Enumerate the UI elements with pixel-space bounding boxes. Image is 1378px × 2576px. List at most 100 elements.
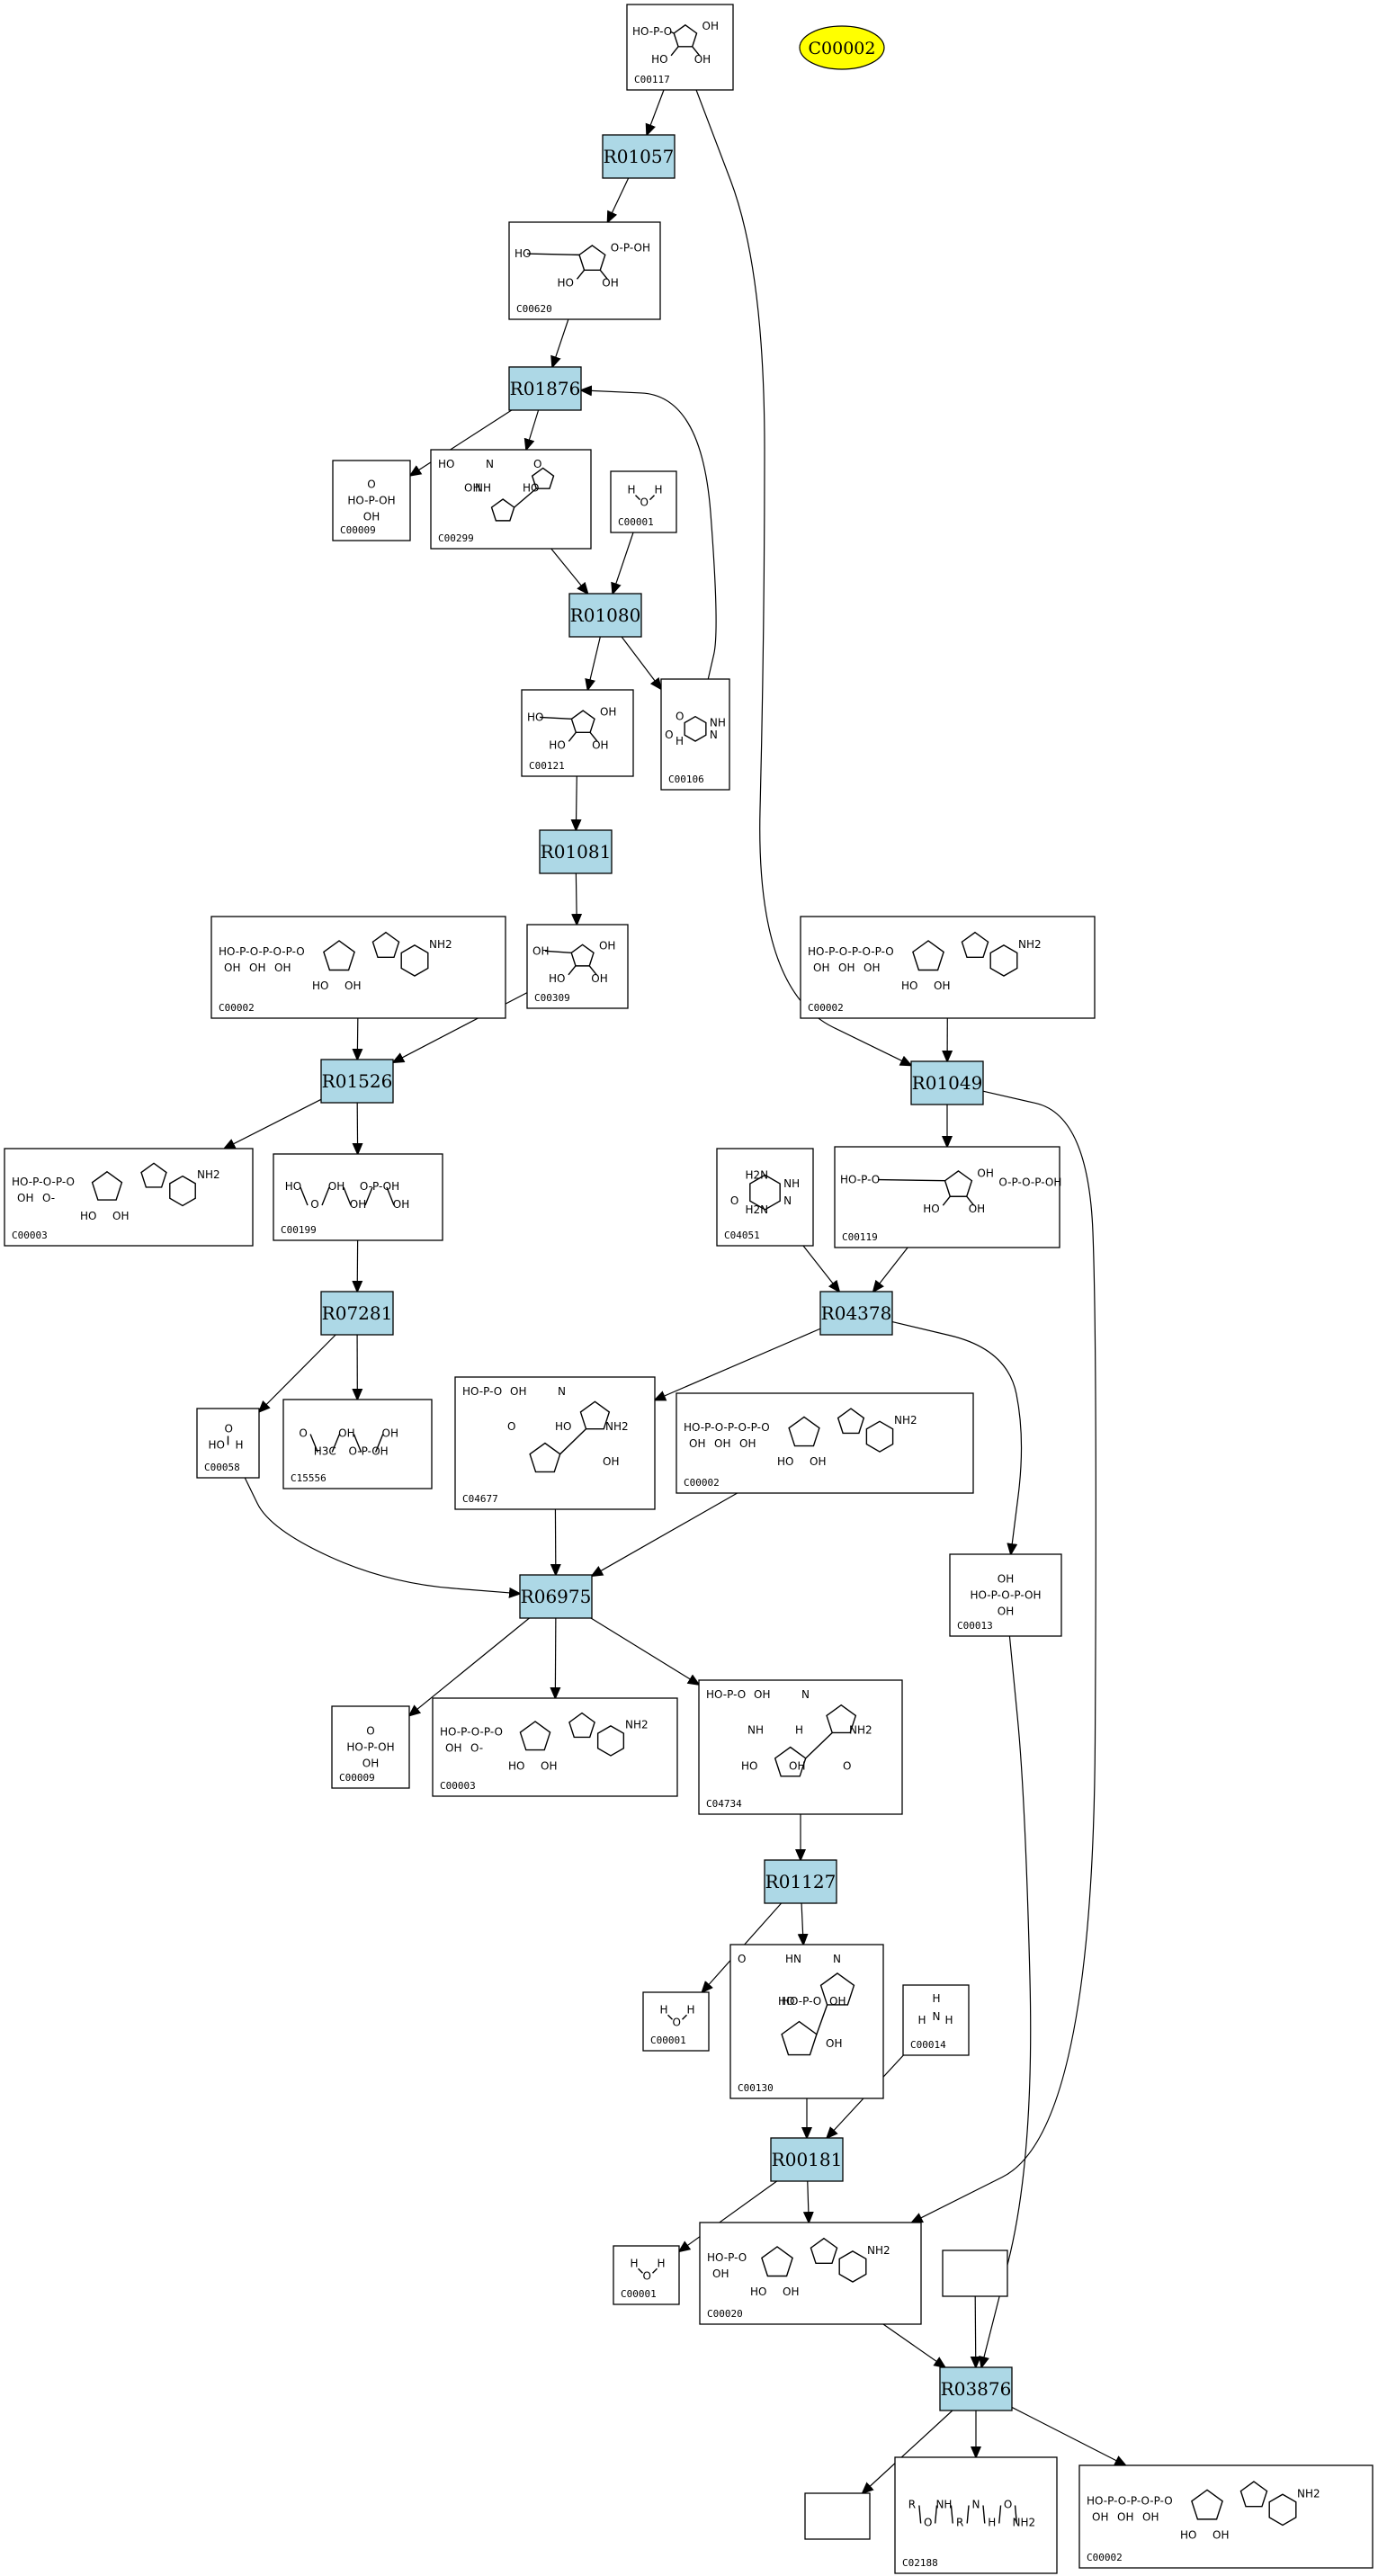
compound-box[interactable] [716, 1148, 814, 1247]
compound-box[interactable] [660, 678, 730, 791]
compound-box[interactable] [804, 2492, 871, 2540]
compound-label: C00001 [650, 2035, 686, 2046]
reaction-box[interactable] [939, 2366, 1013, 2411]
compound-box[interactable] [4, 1148, 254, 1247]
reaction-box[interactable] [770, 2137, 844, 2182]
reaction-R00181[interactable]: R00181 [770, 2137, 844, 2182]
reaction-box[interactable] [819, 1291, 893, 1336]
atom-label: NH2 [1297, 2487, 1320, 2500]
compound-box[interactable] [432, 1697, 678, 1797]
compound-box[interactable] [210, 916, 506, 1019]
compound-box[interactable] [1078, 2464, 1374, 2569]
atom-label: NH [783, 1177, 800, 1190]
reaction-R01526[interactable]: R01526 [320, 1059, 394, 1104]
reaction-R06975[interactable]: R06975 [519, 1574, 593, 1619]
compound-box[interactable] [698, 1679, 903, 1815]
compound-box[interactable] [508, 221, 661, 320]
edge-arrow [611, 532, 634, 595]
atom-label: OH [783, 2285, 799, 2298]
compound-box[interactable] [613, 2245, 680, 2305]
compound-box[interactable] [676, 1392, 974, 1494]
compound-box[interactable] [430, 449, 592, 550]
edge-arrow [1011, 2406, 1128, 2466]
reaction-R01876[interactable]: R01876 [508, 366, 582, 411]
atom-label: OH [603, 1455, 619, 1468]
reaction-R01057[interactable]: R01057 [602, 134, 676, 179]
reaction-box[interactable] [519, 1574, 593, 1619]
compound-box[interactable] [834, 1146, 1060, 1248]
compound-box[interactable] [273, 1153, 443, 1241]
compound-box[interactable] [942, 2250, 1008, 2297]
atom-label: HO-P-O [707, 2251, 747, 2264]
atom-label: O [738, 1953, 746, 1965]
compound-box[interactable] [949, 1553, 1062, 1637]
atom-label: OH [998, 1606, 1014, 1618]
reaction-R01049[interactable]: R01049 [910, 1060, 984, 1105]
reaction-R07281[interactable]: R07281 [320, 1291, 394, 1336]
atom-label: OH [1212, 2528, 1229, 2541]
atom-label: OH [863, 962, 880, 974]
compound-box[interactable] [331, 1705, 410, 1789]
atom-label: OH [702, 20, 719, 32]
reaction-box[interactable] [764, 1859, 837, 1904]
compound-node[interactable] [942, 2250, 1008, 2297]
reaction-R01127[interactable]: R01127 [764, 1859, 837, 1904]
reaction-label: R00181 [772, 2149, 843, 2170]
reaction-box[interactable] [508, 366, 582, 411]
highlight-node[interactable]: C00002 [799, 25, 885, 70]
reaction-box[interactable] [320, 1291, 394, 1336]
reaction-box[interactable] [320, 1059, 394, 1104]
highlight-ellipse[interactable] [799, 25, 885, 70]
reaction-R01081[interactable]: R01081 [539, 829, 613, 874]
compound-box[interactable] [894, 2456, 1058, 2574]
compound-box[interactable] [642, 1991, 710, 2052]
compound-node[interactable] [804, 2492, 871, 2540]
compound-box[interactable] [610, 470, 677, 533]
atom-label: HO [527, 711, 543, 723]
reaction-box[interactable] [910, 1060, 984, 1105]
reaction-box[interactable] [568, 593, 642, 638]
compound-box[interactable] [729, 1944, 884, 2099]
reaction-box[interactable] [602, 134, 676, 179]
atom-label: O [533, 458, 541, 470]
reaction-R01080[interactable]: R01080 [568, 593, 642, 638]
reaction-R04378[interactable]: R04378 [819, 1291, 893, 1336]
reaction-label: R06975 [521, 1586, 592, 1607]
compound-box[interactable] [902, 1984, 970, 2056]
reaction-R03876[interactable]: R03876 [939, 2366, 1013, 2411]
compound-box[interactable] [332, 460, 411, 541]
compound-box[interactable] [454, 1376, 656, 1510]
reaction-box[interactable] [539, 829, 613, 874]
compound-box[interactable] [800, 916, 1096, 1019]
compound-box[interactable] [699, 2222, 922, 2325]
